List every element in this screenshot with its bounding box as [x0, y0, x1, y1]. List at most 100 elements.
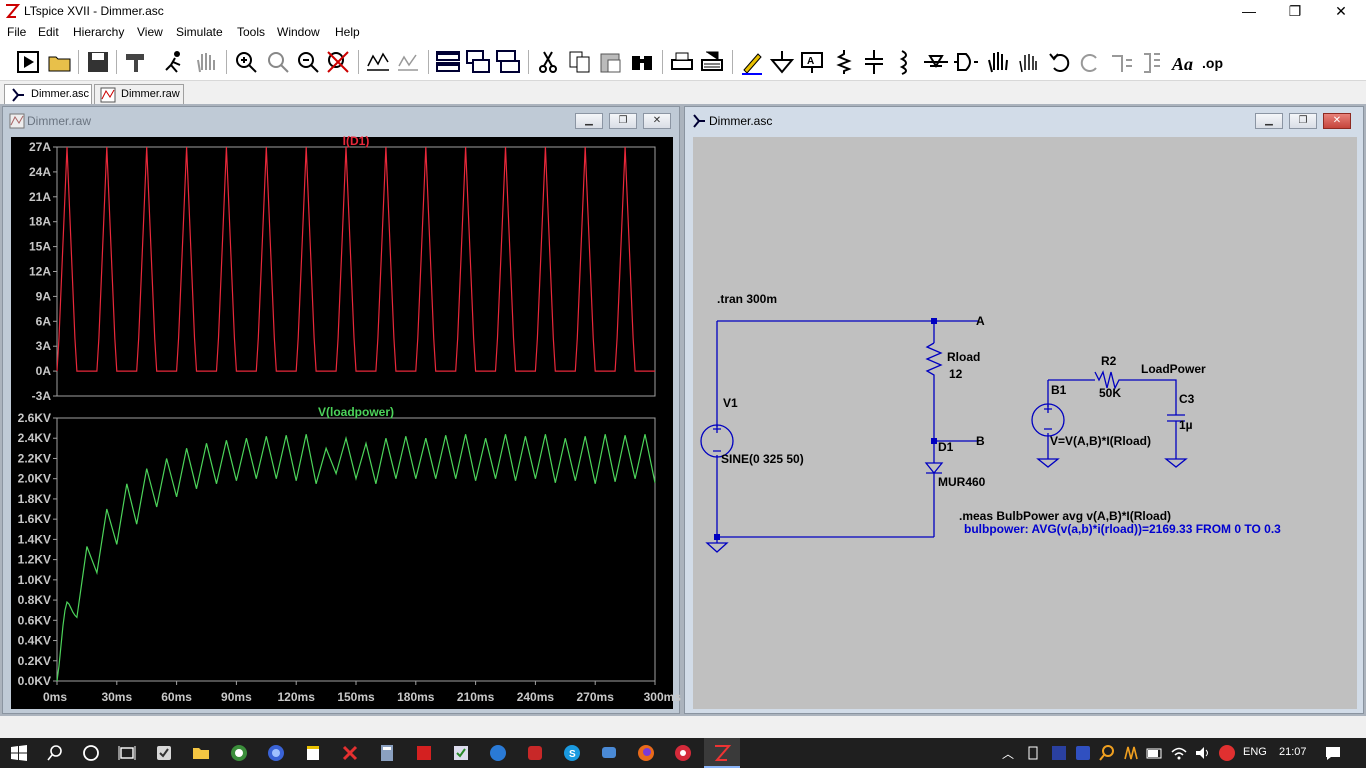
- tray-chevron-up-icon[interactable]: ︿: [1002, 747, 1015, 761]
- menu-edit[interactable]: Edit: [38, 25, 59, 39]
- app-icon-red-circle[interactable]: [674, 744, 692, 762]
- menu-file[interactable]: File: [7, 25, 27, 39]
- control-panel-hammer-icon[interactable]: [122, 48, 150, 76]
- label-net-icon[interactable]: A: [798, 48, 826, 76]
- app-icon-chat[interactable]: [600, 744, 618, 762]
- run-icon[interactable]: [14, 48, 42, 76]
- rload-value[interactable]: 12: [949, 367, 963, 381]
- notepad-icon[interactable]: [304, 744, 322, 762]
- tile-horizontally-icon[interactable]: [434, 48, 462, 76]
- menu-help[interactable]: Help: [335, 25, 360, 39]
- tran-directive[interactable]: .tran 300m: [717, 292, 777, 306]
- mirror-icon[interactable]: [1138, 48, 1166, 76]
- b1-expression[interactable]: V=V(A,B)*I(Rload): [1050, 434, 1151, 448]
- tab-dimmer-raw[interactable]: Dimmer.raw: [94, 84, 184, 104]
- c3-value[interactable]: 1µ: [1179, 418, 1193, 432]
- volume-icon[interactable]: [1194, 744, 1212, 762]
- move-hand-icon[interactable]: [984, 48, 1012, 76]
- minimize-button[interactable]: —: [1242, 3, 1256, 19]
- schematic-window-title-bar[interactable]: Dimmer.asc ▁ ❐ ✕: [685, 107, 1363, 135]
- r2-value[interactable]: 50K: [1099, 386, 1121, 400]
- firefox-icon[interactable]: [637, 744, 655, 762]
- ltspice-taskbar-button[interactable]: [704, 738, 740, 768]
- schematic-restore-button[interactable]: ❐: [1289, 113, 1317, 129]
- tray-quote-icon[interactable]: [1074, 744, 1092, 762]
- menu-hierarchy[interactable]: Hierarchy: [73, 25, 125, 39]
- tray-app-orange-icon[interactable]: [1122, 744, 1140, 762]
- open-folder-icon[interactable]: [46, 48, 74, 76]
- b1-name[interactable]: B1: [1051, 383, 1067, 397]
- copy-icon[interactable]: [566, 48, 594, 76]
- app-icon-red-square[interactable]: [415, 744, 433, 762]
- wifi-icon[interactable]: [1170, 744, 1188, 762]
- app-icon-green-check[interactable]: [452, 744, 470, 762]
- inductor-icon[interactable]: [890, 48, 918, 76]
- drag-hand-icon[interactable]: [1014, 48, 1042, 76]
- capacitor-icon[interactable]: [860, 48, 888, 76]
- tray-app-red-icon[interactable]: [1218, 744, 1236, 762]
- ground-icon[interactable]: [768, 48, 796, 76]
- text-icon[interactable]: Aa: [1170, 48, 1198, 76]
- menu-window[interactable]: Window: [277, 25, 320, 39]
- search-icon[interactable]: [46, 744, 64, 762]
- waveform-minimize-button[interactable]: ▁: [575, 113, 603, 129]
- menu-view[interactable]: View: [137, 25, 163, 39]
- diode-icon[interactable]: [922, 48, 950, 76]
- file-explorer-icon[interactable]: [192, 744, 210, 762]
- maximize-button[interactable]: ❐: [1288, 3, 1302, 19]
- waveform-window-title-bar[interactable]: Dimmer.raw ▁ ❐ ✕: [3, 107, 679, 135]
- print-setup-icon[interactable]: [698, 48, 726, 76]
- cortana-icon[interactable]: [82, 744, 100, 762]
- meas-directive[interactable]: .meas BulbPower avg v(A,B)*I(Rload): [959, 509, 1171, 523]
- pan-hand-icon[interactable]: [192, 48, 220, 76]
- tile-vertically-icon[interactable]: [494, 48, 522, 76]
- close-button[interactable]: ✕: [1335, 3, 1347, 19]
- calculator-icon[interactable]: [378, 744, 396, 762]
- draw-wire-pencil-icon[interactable]: [738, 48, 766, 76]
- spice-directive-icon[interactable]: .op: [1200, 48, 1228, 76]
- app-icon-red-lines[interactable]: [526, 744, 544, 762]
- cut-scissors-icon[interactable]: [534, 48, 562, 76]
- component-icon[interactable]: [952, 48, 980, 76]
- battery-icon[interactable]: [1146, 744, 1164, 762]
- app-icon-blue-circle[interactable]: [267, 744, 285, 762]
- tray-search-orange-icon[interactable]: [1098, 744, 1116, 762]
- waveform-restore-button[interactable]: ❐: [609, 113, 637, 129]
- zoom-area-icon[interactable]: [264, 48, 292, 76]
- halt-running-man-icon[interactable]: [160, 48, 188, 76]
- save-icon[interactable]: [84, 48, 112, 76]
- c3-name[interactable]: C3: [1179, 392, 1195, 406]
- zoom-full-extents-icon[interactable]: [324, 48, 352, 76]
- v1-value[interactable]: SINE(0 325 50): [721, 452, 804, 466]
- v1-name[interactable]: V1: [723, 396, 738, 410]
- zoom-in-icon[interactable]: [232, 48, 260, 76]
- skype-icon[interactable]: S: [563, 744, 581, 762]
- usb-device-icon[interactable]: [1026, 744, 1040, 762]
- input-language[interactable]: ENG: [1243, 746, 1267, 758]
- notifications-icon[interactable]: [1324, 744, 1342, 762]
- schematic-close-button[interactable]: ✕: [1323, 113, 1351, 129]
- tray-app-icon[interactable]: [1050, 744, 1068, 762]
- browser-icon[interactable]: [230, 744, 248, 762]
- app-icon-mail[interactable]: [155, 744, 173, 762]
- cascade-windows-icon[interactable]: [464, 48, 492, 76]
- net-label-b[interactable]: B: [976, 434, 985, 448]
- d1-model[interactable]: MUR460: [938, 475, 986, 489]
- redo-icon[interactable]: [1076, 48, 1104, 76]
- app-icon-search-blue[interactable]: [489, 744, 507, 762]
- rload-name[interactable]: Rload: [947, 350, 980, 364]
- r2-name[interactable]: R2: [1101, 354, 1117, 368]
- tab-dimmer-asc[interactable]: Dimmer.asc: [4, 84, 92, 104]
- schematic-minimize-button[interactable]: ▁: [1255, 113, 1283, 129]
- waveform-close-button[interactable]: ✕: [643, 113, 671, 129]
- autorange-icon[interactable]: [364, 48, 392, 76]
- pick-visible-traces-icon[interactable]: [394, 48, 422, 76]
- rotate-icon[interactable]: [1108, 48, 1136, 76]
- net-label-loadpower[interactable]: LoadPower: [1141, 362, 1206, 376]
- task-view-icon[interactable]: [118, 744, 136, 762]
- find-binoculars-icon[interactable]: [628, 48, 656, 76]
- menu-simulate[interactable]: Simulate: [176, 25, 223, 39]
- undo-icon[interactable]: [1046, 48, 1074, 76]
- schematic-canvas[interactable]: .tran 300m A B Rload 12 V1 SINE(0 325 50…: [693, 137, 1357, 709]
